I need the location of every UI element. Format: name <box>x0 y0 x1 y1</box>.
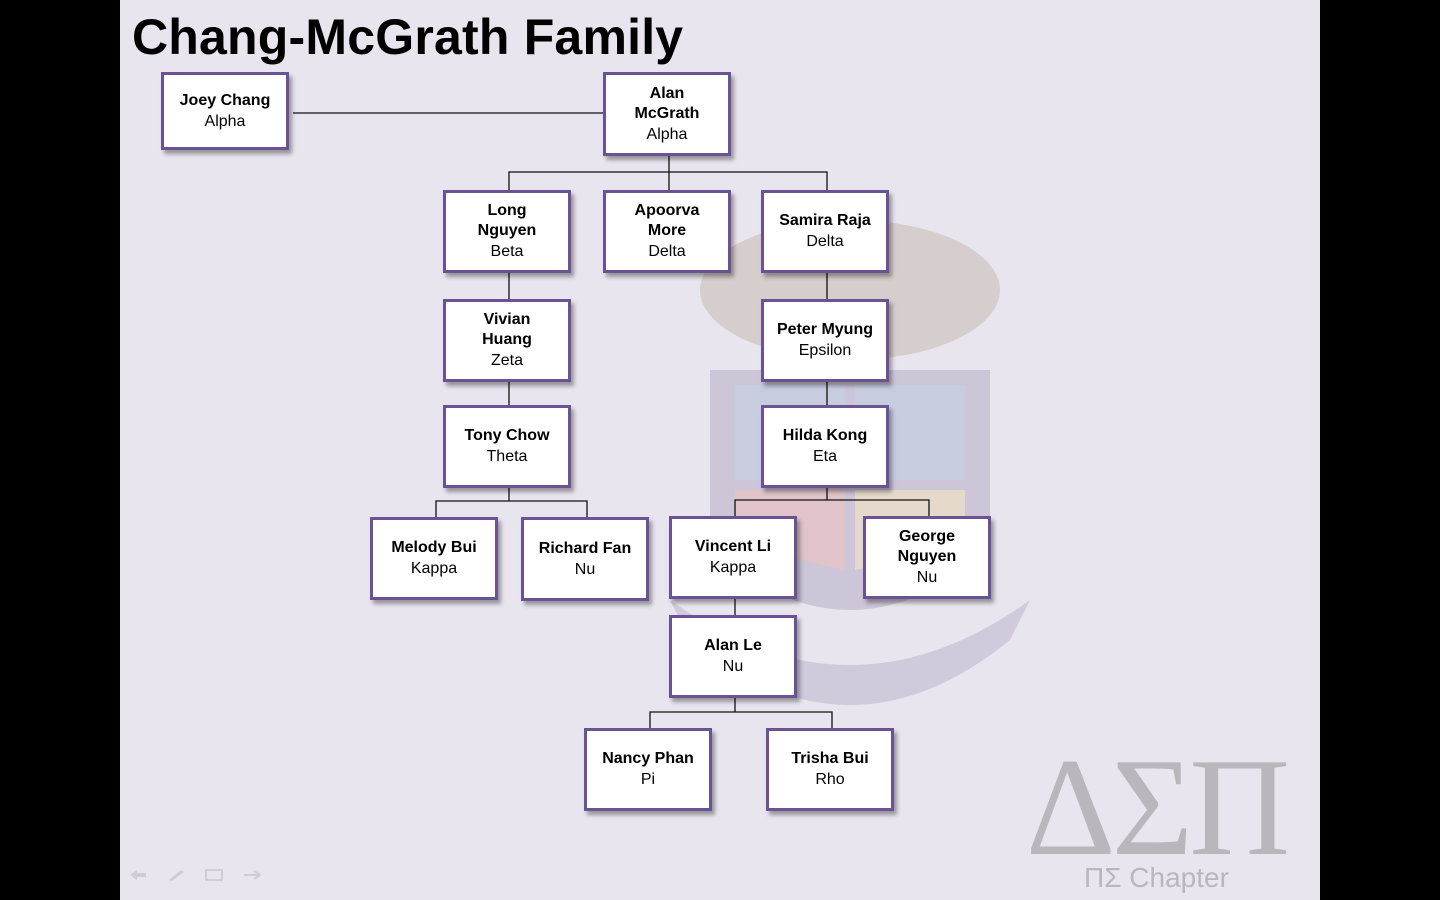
member-name: Apoorva More <box>634 202 700 239</box>
slides-icon[interactable] <box>204 868 224 882</box>
member-name: Vincent Li <box>694 538 772 555</box>
member-name: Trisha Bui <box>791 750 869 767</box>
member-node-melody-bui[interactable]: Melody Bui Kappa <box>370 517 498 600</box>
logo-subtitle: ΠΣ Chapter <box>1084 862 1229 893</box>
member-node-nancy-phan[interactable]: Nancy Phan Pi <box>584 728 712 811</box>
member-class: Nu <box>722 658 744 675</box>
member-class: Delta <box>648 243 686 260</box>
member-node-hilda-kong[interactable]: Hilda Kong Eta <box>761 405 889 488</box>
back-arrow-icon[interactable] <box>128 868 148 882</box>
member-name: Melody Bui <box>391 539 477 556</box>
member-name: Vivian Huang <box>482 311 532 348</box>
member-name: Tony Chow <box>464 427 550 444</box>
member-class: Epsilon <box>798 342 852 359</box>
member-node-alan-le[interactable]: Alan Le Nu <box>669 615 797 698</box>
member-class: Nu <box>574 560 596 578</box>
member-node-trisha-bui[interactable]: Trisha Bui Rho <box>766 728 894 811</box>
member-name: Long Nguyen <box>477 202 537 239</box>
member-node-vincent-li[interactable]: Vincent Li Kappa <box>669 516 797 599</box>
presentation-toolbar <box>128 868 262 882</box>
member-name: Nancy Phan <box>602 750 694 767</box>
member-node-peter-myung[interactable]: Peter Myung Epsilon <box>761 299 889 382</box>
member-node-richard-fan[interactable]: Richard Fan Nu <box>521 517 649 601</box>
member-name: Alan Le <box>704 637 762 654</box>
member-class: Kappa <box>709 559 757 576</box>
member-node-apoorva-more[interactable]: Apoorva More Delta <box>603 190 731 273</box>
member-class: Nu <box>916 569 938 586</box>
page-title: Chang-McGrath Family <box>132 9 684 65</box>
chapter-logo: ΔΣΠ ΠΣ Chapter <box>1000 730 1312 894</box>
member-name: Samira Raja <box>779 212 871 229</box>
member-class: Beta <box>490 243 524 260</box>
member-name: Joey Chang <box>179 91 271 109</box>
member-class: Pi <box>640 771 656 788</box>
member-name: George Nguyen <box>897 528 957 565</box>
member-node-tony-chow[interactable]: Tony Chow Theta <box>443 405 571 488</box>
member-node-vivian-huang[interactable]: Vivian Huang Zeta <box>443 299 571 382</box>
member-name: Richard Fan <box>538 539 632 557</box>
member-class: Eta <box>812 448 837 465</box>
member-node-samira-raja[interactable]: Samira Raja Delta <box>761 190 889 273</box>
member-class: Alpha <box>646 125 688 143</box>
more-icon[interactable] <box>242 868 262 882</box>
pen-icon[interactable] <box>166 868 186 882</box>
member-node-joey-chang[interactable]: Joey Chang Alpha <box>161 72 289 150</box>
member-node-alan-mcgrath[interactable]: Alan McGrath Alpha <box>603 72 731 156</box>
member-class: Theta <box>486 448 528 465</box>
member-node-george-nguyen[interactable]: George Nguyen Nu <box>863 516 991 599</box>
member-name: Peter Myung <box>776 321 873 338</box>
member-class: Kappa <box>410 560 458 577</box>
member-class: Alpha <box>204 112 246 130</box>
member-name: Hilda Kong <box>782 427 868 444</box>
logo-letters: ΔΣΠ <box>1025 730 1291 885</box>
member-class: Zeta <box>490 352 523 369</box>
member-node-long-nguyen[interactable]: Long Nguyen Beta <box>443 190 571 273</box>
member-class: Delta <box>806 233 844 250</box>
member-name: Alan McGrath <box>634 84 700 122</box>
member-class: Rho <box>815 771 845 788</box>
